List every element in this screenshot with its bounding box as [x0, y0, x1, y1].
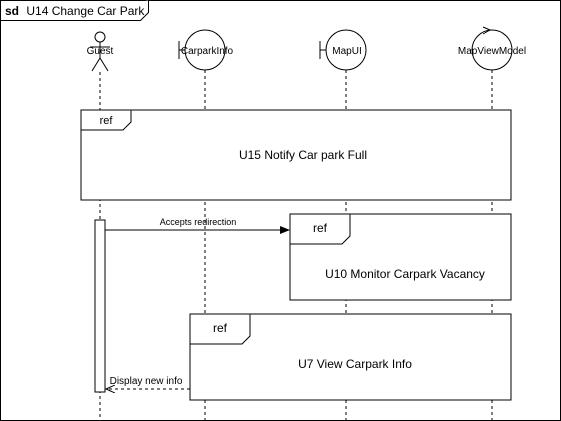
ref-fragment: ref U7 View Carpark Info: [189, 313, 512, 401]
actor-icon: [90, 31, 110, 72]
message-label: Accepts redirection: [160, 217, 237, 227]
ref-label: U10 Monitor Carpark Vacancy: [325, 267, 485, 281]
frame-title-tab: [0, 0, 149, 21]
lifeline-label-mapviewmodel: MapViewModel: [458, 46, 526, 57]
ref-tag: ref: [313, 221, 328, 235]
lifeline-label-carparkinfo: CarparkInfo: [181, 46, 234, 57]
message-label: Display new info: [110, 376, 183, 387]
ref-fragment: ref U10 Monitor Carpark Vacancy: [289, 213, 512, 301]
lifeline-label-mapui: MapUI: [332, 46, 361, 57]
ref-label: U7 View Carpark Info: [298, 357, 412, 371]
ref-tag: ref: [100, 115, 114, 127]
ref-fragment: ref U15 Notify Car park Full: [80, 109, 512, 201]
frame-title-text: U14 Change Car Park: [26, 4, 145, 18]
boundary-icon: [319, 29, 367, 71]
lifeline-label-guest: Guest: [87, 46, 114, 57]
control-icon: [471, 26, 513, 71]
boundary-icon: [178, 29, 226, 71]
activation-bar: [94, 219, 106, 393]
ref-label: U15 Notify Car park Full: [239, 148, 367, 162]
frame-keyword: sd: [5, 4, 19, 18]
ref-tag: ref: [213, 321, 228, 335]
frame-title: sd U14 Change Car Park: [5, 4, 145, 18]
